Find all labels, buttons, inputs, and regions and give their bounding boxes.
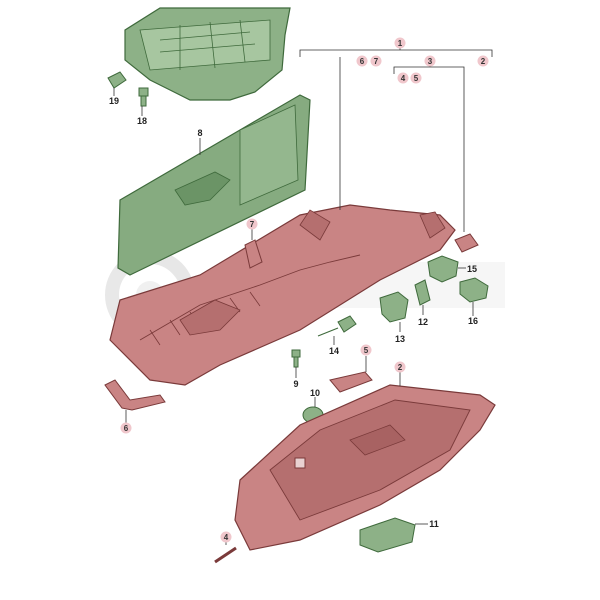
callout-14: 14 (329, 346, 339, 356)
badge-6-lower: 6 (120, 422, 132, 434)
callout-11: 11 (429, 519, 439, 529)
badge-4: 4 (397, 72, 409, 84)
badge-7-lower: 7 (246, 218, 258, 230)
switch-part-16 (459, 277, 489, 303)
glovebox-housing-part (109, 204, 456, 386)
right-clip-part (454, 233, 479, 253)
lever-part-6 (104, 379, 166, 411)
callout-16: 16 (468, 316, 478, 326)
latch-part-5 (329, 371, 373, 393)
svg-text:4: 4 (401, 74, 406, 83)
switch-part-13 (379, 291, 409, 323)
badge-5-lower: 5 (360, 344, 372, 356)
screw-part-9 (291, 349, 301, 368)
svg-text:3: 3 (428, 57, 433, 66)
callout-19: 19 (109, 96, 119, 106)
svg-text:7: 7 (374, 57, 379, 66)
upper-bracket-part (124, 7, 291, 101)
svg-text:5: 5 (364, 346, 369, 355)
svg-text:1: 1 (398, 39, 403, 48)
callout-13: 13 (395, 334, 405, 344)
switch-part-15 (427, 255, 459, 283)
svg-text:7: 7 (250, 220, 255, 229)
connector-part-12 (414, 279, 431, 306)
bracket-part-7 (244, 239, 263, 269)
svg-text:6: 6 (360, 57, 365, 66)
sensor-part-14 (317, 315, 357, 337)
handle-part-11 (359, 517, 416, 553)
callout-10: 10 (310, 388, 320, 398)
svg-text:4: 4 (224, 533, 229, 542)
badge-2-top: 2 (477, 55, 489, 67)
badge-2-lower: 2 (394, 361, 406, 373)
svg-text:6: 6 (124, 424, 129, 433)
clip-part-19 (107, 71, 127, 89)
badge-6: 6 (356, 55, 368, 67)
badge-5: 5 (410, 72, 422, 84)
badge-1: 1 (394, 37, 406, 49)
svg-text:2: 2 (398, 363, 403, 372)
badge-3: 3 (424, 55, 436, 67)
callout-8: 8 (197, 128, 202, 138)
callout-15: 15 (467, 264, 477, 274)
callout-18: 18 (137, 116, 147, 126)
callout-12: 12 (418, 317, 428, 327)
svg-text:5: 5 (414, 74, 419, 83)
cover-panel-part-8 (117, 94, 311, 276)
badge-4-lower: 4 (220, 531, 232, 543)
badge-7: 7 (370, 55, 382, 67)
screw-part-18 (138, 87, 149, 107)
glovebox-lid-part-2 (234, 384, 496, 551)
pin-part-4 (214, 546, 237, 564)
svg-text:2: 2 (481, 57, 486, 66)
callout-9: 9 (293, 379, 298, 389)
